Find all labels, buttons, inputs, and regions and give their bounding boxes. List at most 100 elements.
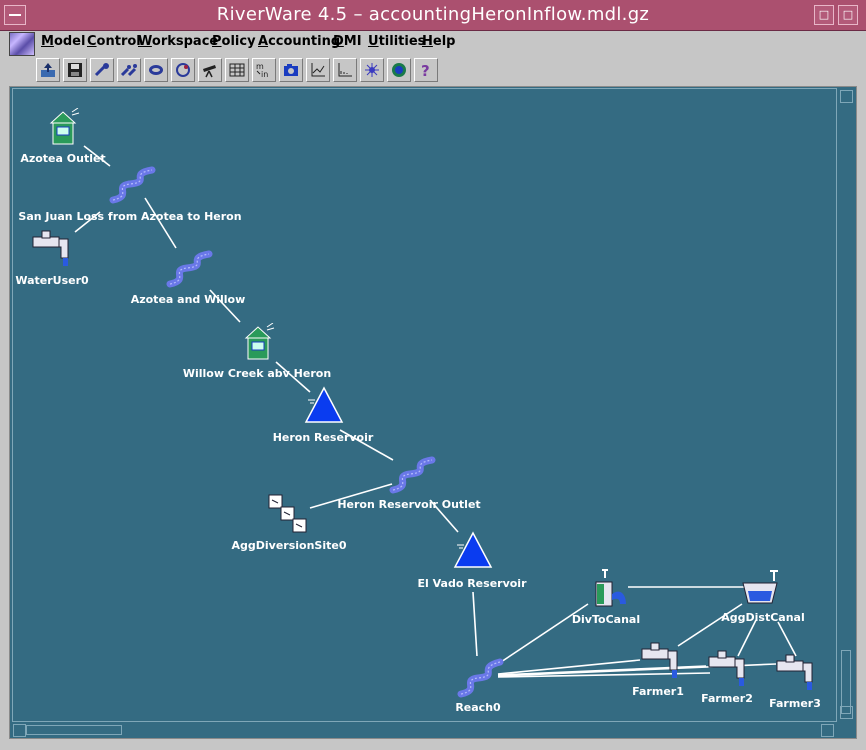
plot-button[interactable] — [306, 58, 330, 82]
node-label-agg-dist-canal: AggDistCanal — [721, 611, 805, 624]
scroll-left-arrow[interactable] — [13, 724, 26, 737]
link — [497, 659, 641, 675]
svg-text:?: ? — [421, 62, 430, 79]
control-point-icon[interactable] — [243, 323, 277, 363]
help-button[interactable]: ? — [414, 58, 438, 82]
plot-2-icon — [338, 63, 352, 77]
plot-icon — [311, 63, 325, 77]
link — [339, 429, 394, 461]
open-object-button[interactable] — [144, 58, 168, 82]
reach-icon[interactable] — [165, 250, 215, 288]
run-button[interactable] — [171, 58, 195, 82]
diversion-icon[interactable] — [584, 568, 630, 610]
link — [737, 619, 757, 657]
menu-policy-label: Policy — [212, 34, 256, 49]
reach-icon[interactable] — [108, 166, 158, 204]
workspace-canvas[interactable] — [9, 86, 857, 739]
menu-control-label: Control — [87, 34, 141, 49]
water-user-icon[interactable] — [639, 640, 683, 682]
menu-model-label: Model — [41, 34, 86, 49]
node-label-azotea-willow: Azotea and Willow — [130, 293, 246, 306]
reservoir-icon[interactable] — [303, 386, 345, 424]
network-button[interactable] — [360, 58, 384, 82]
window-menu-button[interactable] — [4, 5, 26, 25]
telescope-icon — [203, 65, 216, 78]
link — [472, 591, 478, 657]
table-button[interactable] — [225, 58, 249, 82]
reservoir-icon[interactable] — [452, 531, 494, 569]
menu-dmi[interactable]: DMI — [333, 34, 362, 49]
plot-2-button[interactable] — [333, 58, 357, 82]
link — [144, 197, 177, 249]
node-label-agg-diversion: AggDiversionSite0 — [231, 539, 347, 552]
riverware-logo-icon — [9, 32, 35, 56]
vertical-scrollbar[interactable] — [838, 88, 855, 722]
node-label-heron-outlet: Heron Reservoir Outlet — [337, 498, 481, 511]
agg-diversion-icon[interactable] — [266, 492, 310, 534]
distribution-canal-icon[interactable] — [740, 569, 780, 609]
link — [83, 145, 111, 167]
link — [309, 483, 393, 509]
vertical-scroll-thumb[interactable] — [841, 650, 851, 714]
node-label-reach0: Reach0 — [455, 701, 501, 714]
minimize-button[interactable]: □ — [814, 5, 834, 25]
telescope-button[interactable] — [198, 58, 222, 82]
node-label-el-vado: El Vado Reservoir — [417, 577, 527, 590]
node-label-heron-reservoir: Heron Reservoir — [272, 431, 374, 444]
menu-dmi-label: DMI — [333, 34, 362, 49]
table-icon — [229, 63, 245, 77]
node-label-div-to-canal: DivToCanal — [571, 613, 641, 626]
menu-workspace[interactable]: Workspace — [138, 34, 218, 49]
open-object-icon — [149, 65, 163, 75]
link — [209, 289, 241, 323]
node-label-willow-creek: Willow Creek abv Heron — [182, 367, 332, 380]
node-label-azotea-outlet: Azotea Outlet — [20, 152, 106, 165]
min-icon: min — [256, 62, 268, 79]
object-tools-icon — [94, 63, 109, 77]
water-user-icon[interactable] — [774, 652, 818, 694]
diagnostics-button[interactable] — [387, 58, 411, 82]
open-icon — [41, 63, 55, 77]
svg-text:in: in — [261, 70, 268, 79]
menu-policy[interactable]: Policy — [212, 34, 256, 49]
control-point-icon[interactable] — [48, 108, 82, 148]
link — [74, 211, 101, 233]
menu-accounting-label: Accounting — [258, 34, 341, 49]
title-bar[interactable]: RiverWare 4.5 – accountingHeronInflow.md… — [0, 0, 866, 31]
menu-help[interactable]: Help — [422, 34, 455, 49]
node-label-farmer3: Farmer3 — [769, 697, 821, 710]
horizontal-scroll-thumb[interactable] — [26, 725, 122, 735]
save-icon — [68, 63, 82, 77]
node-label-farmer1: Farmer1 — [632, 685, 684, 698]
object-tools-button[interactable] — [90, 58, 114, 82]
horizontal-scrollbar[interactable] — [11, 723, 837, 738]
node-label-san-juan-loss: San Juan Loss from Azotea to Heron — [18, 210, 242, 223]
menu-utilities[interactable]: Utilities — [368, 34, 425, 49]
scroll-right-arrow[interactable] — [821, 724, 834, 737]
open-button[interactable] — [36, 58, 60, 82]
water-user-icon[interactable] — [706, 648, 750, 690]
node-label-farmer2: Farmer2 — [701, 692, 753, 705]
save-button[interactable] — [63, 58, 87, 82]
maximize-button[interactable]: □ — [838, 5, 858, 25]
scroll-up-arrow[interactable] — [840, 90, 853, 103]
reach-icon[interactable] — [456, 658, 506, 698]
menu-control[interactable]: Control — [87, 34, 141, 49]
link-tools-button[interactable] — [117, 58, 141, 82]
reach-icon[interactable] — [388, 456, 438, 494]
scroll-down-arrow[interactable] — [840, 706, 853, 719]
water-user-icon[interactable] — [30, 228, 74, 268]
workspace-view[interactable] — [12, 88, 837, 722]
link — [275, 361, 311, 393]
help-icon: ? — [421, 62, 430, 79]
menu-bar — [0, 31, 866, 56]
svg-text:m: m — [256, 62, 264, 71]
menu-model[interactable]: Model — [41, 34, 85, 49]
link — [677, 603, 743, 647]
menu-help-label: Help — [422, 34, 456, 49]
camera-button[interactable] — [279, 58, 303, 82]
network-icon — [365, 63, 379, 77]
menu-accounting[interactable]: Accounting — [258, 34, 340, 49]
